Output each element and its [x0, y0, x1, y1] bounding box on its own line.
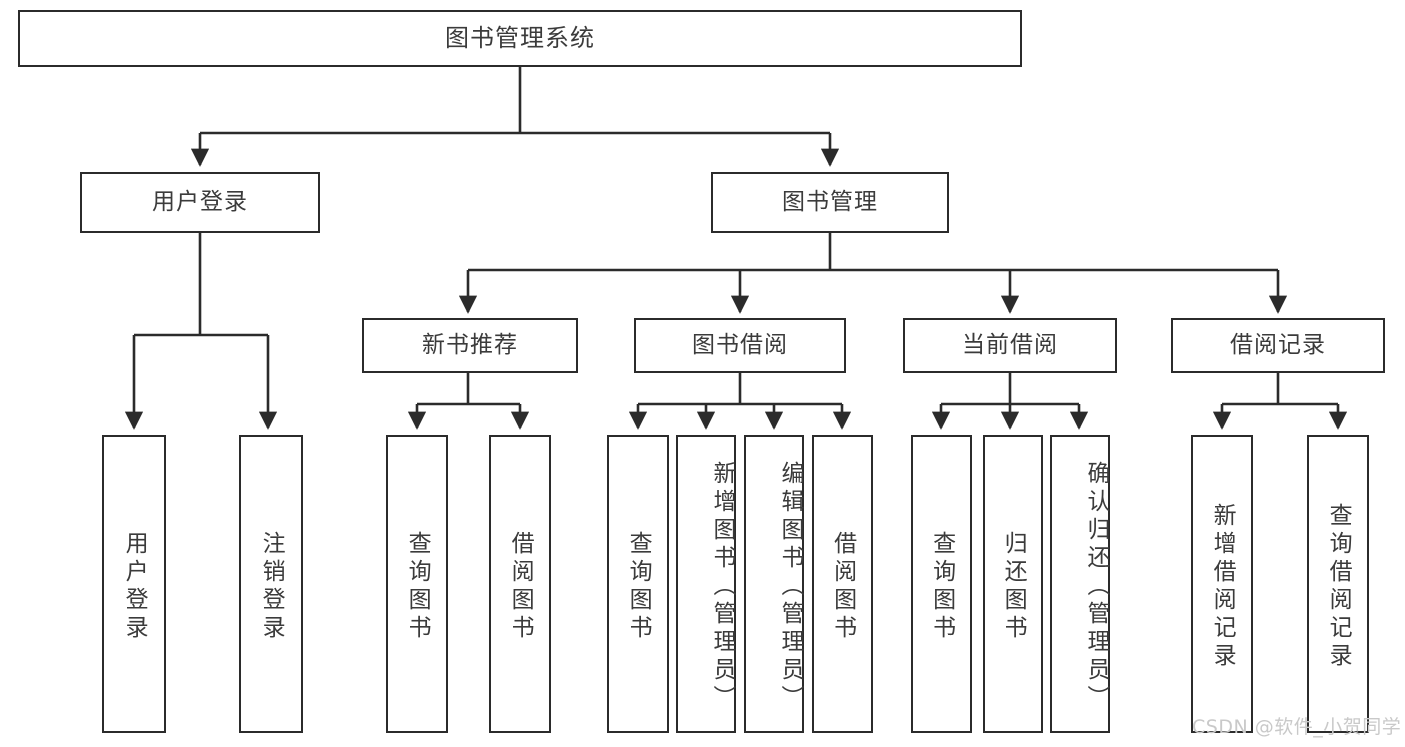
edges-borrowrecord-to-leaves — [1212, 373, 1348, 430]
node-book-borrow[interactable]: 图书借阅 — [634, 318, 846, 373]
node-label: 归还图书 — [1000, 531, 1027, 643]
node-label: 当前借阅 — [962, 331, 1058, 358]
node-root-system[interactable]: 图书管理系统 — [18, 10, 1022, 67]
node-borrow-record[interactable]: 借阅记录 — [1171, 318, 1385, 373]
node-label: 借阅图书 — [507, 531, 534, 643]
node-label: 查询图书 — [404, 531, 431, 643]
node-new-book-recommend[interactable]: 新书推荐 — [362, 318, 578, 373]
leaf-edit-book-admin[interactable]: 编辑图书（管理员） — [744, 435, 804, 733]
edges-bookborrow-to-leaves — [628, 373, 852, 430]
leaf-query-borrow-record[interactable]: 查询借阅记录 — [1307, 435, 1369, 733]
edges-newbook-to-leaves — [407, 373, 530, 430]
node-label: 图书管理系统 — [445, 24, 595, 53]
node-book-management[interactable]: 图书管理 — [711, 172, 949, 233]
leaf-borrow-book-recommend[interactable]: 借阅图书 — [489, 435, 551, 733]
node-label: 查询借阅记录 — [1325, 503, 1352, 671]
node-label: 查询图书 — [625, 531, 652, 643]
leaf-query-book-current[interactable]: 查询图书 — [911, 435, 972, 733]
node-label: 用户登录 — [121, 531, 148, 643]
node-label: 新增图书（管理员） — [709, 461, 735, 713]
node-label: 借阅图书 — [829, 531, 856, 643]
leaf-return-book[interactable]: 归还图书 — [983, 435, 1043, 733]
node-label: 确认归还（管理员） — [1083, 461, 1109, 713]
leaf-user-login[interactable]: 用户登录 — [102, 435, 166, 733]
node-label: 图书借阅 — [692, 331, 788, 358]
leaf-add-book-admin[interactable]: 新增图书（管理员） — [676, 435, 736, 733]
node-label: 图书管理 — [782, 188, 878, 215]
edges-root-to-level2 — [190, 67, 840, 167]
node-label: 注销登录 — [258, 531, 285, 643]
node-label: 新书推荐 — [422, 331, 518, 358]
node-user-login[interactable]: 用户登录 — [80, 172, 320, 233]
node-label: 用户登录 — [152, 188, 248, 215]
node-label: 编辑图书（管理员） — [777, 461, 803, 713]
leaf-query-book-borrow[interactable]: 查询图书 — [607, 435, 669, 733]
leaf-borrow-book[interactable]: 借阅图书 — [812, 435, 873, 733]
edges-bookmgmt-to-level3 — [458, 233, 1288, 314]
node-current-borrow[interactable]: 当前借阅 — [903, 318, 1117, 373]
leaf-confirm-return-admin[interactable]: 确认归还（管理员） — [1050, 435, 1110, 733]
node-label: 借阅记录 — [1230, 331, 1326, 358]
edges-userlogin-to-leaves — [124, 233, 278, 430]
leaf-user-logout[interactable]: 注销登录 — [239, 435, 303, 733]
node-label: 查询图书 — [928, 531, 955, 643]
leaf-query-book-recommend[interactable]: 查询图书 — [386, 435, 448, 733]
edges-currentborrow-to-leaves — [931, 373, 1089, 430]
node-label: 新增借阅记录 — [1209, 503, 1236, 671]
leaf-add-borrow-record[interactable]: 新增借阅记录 — [1191, 435, 1253, 733]
